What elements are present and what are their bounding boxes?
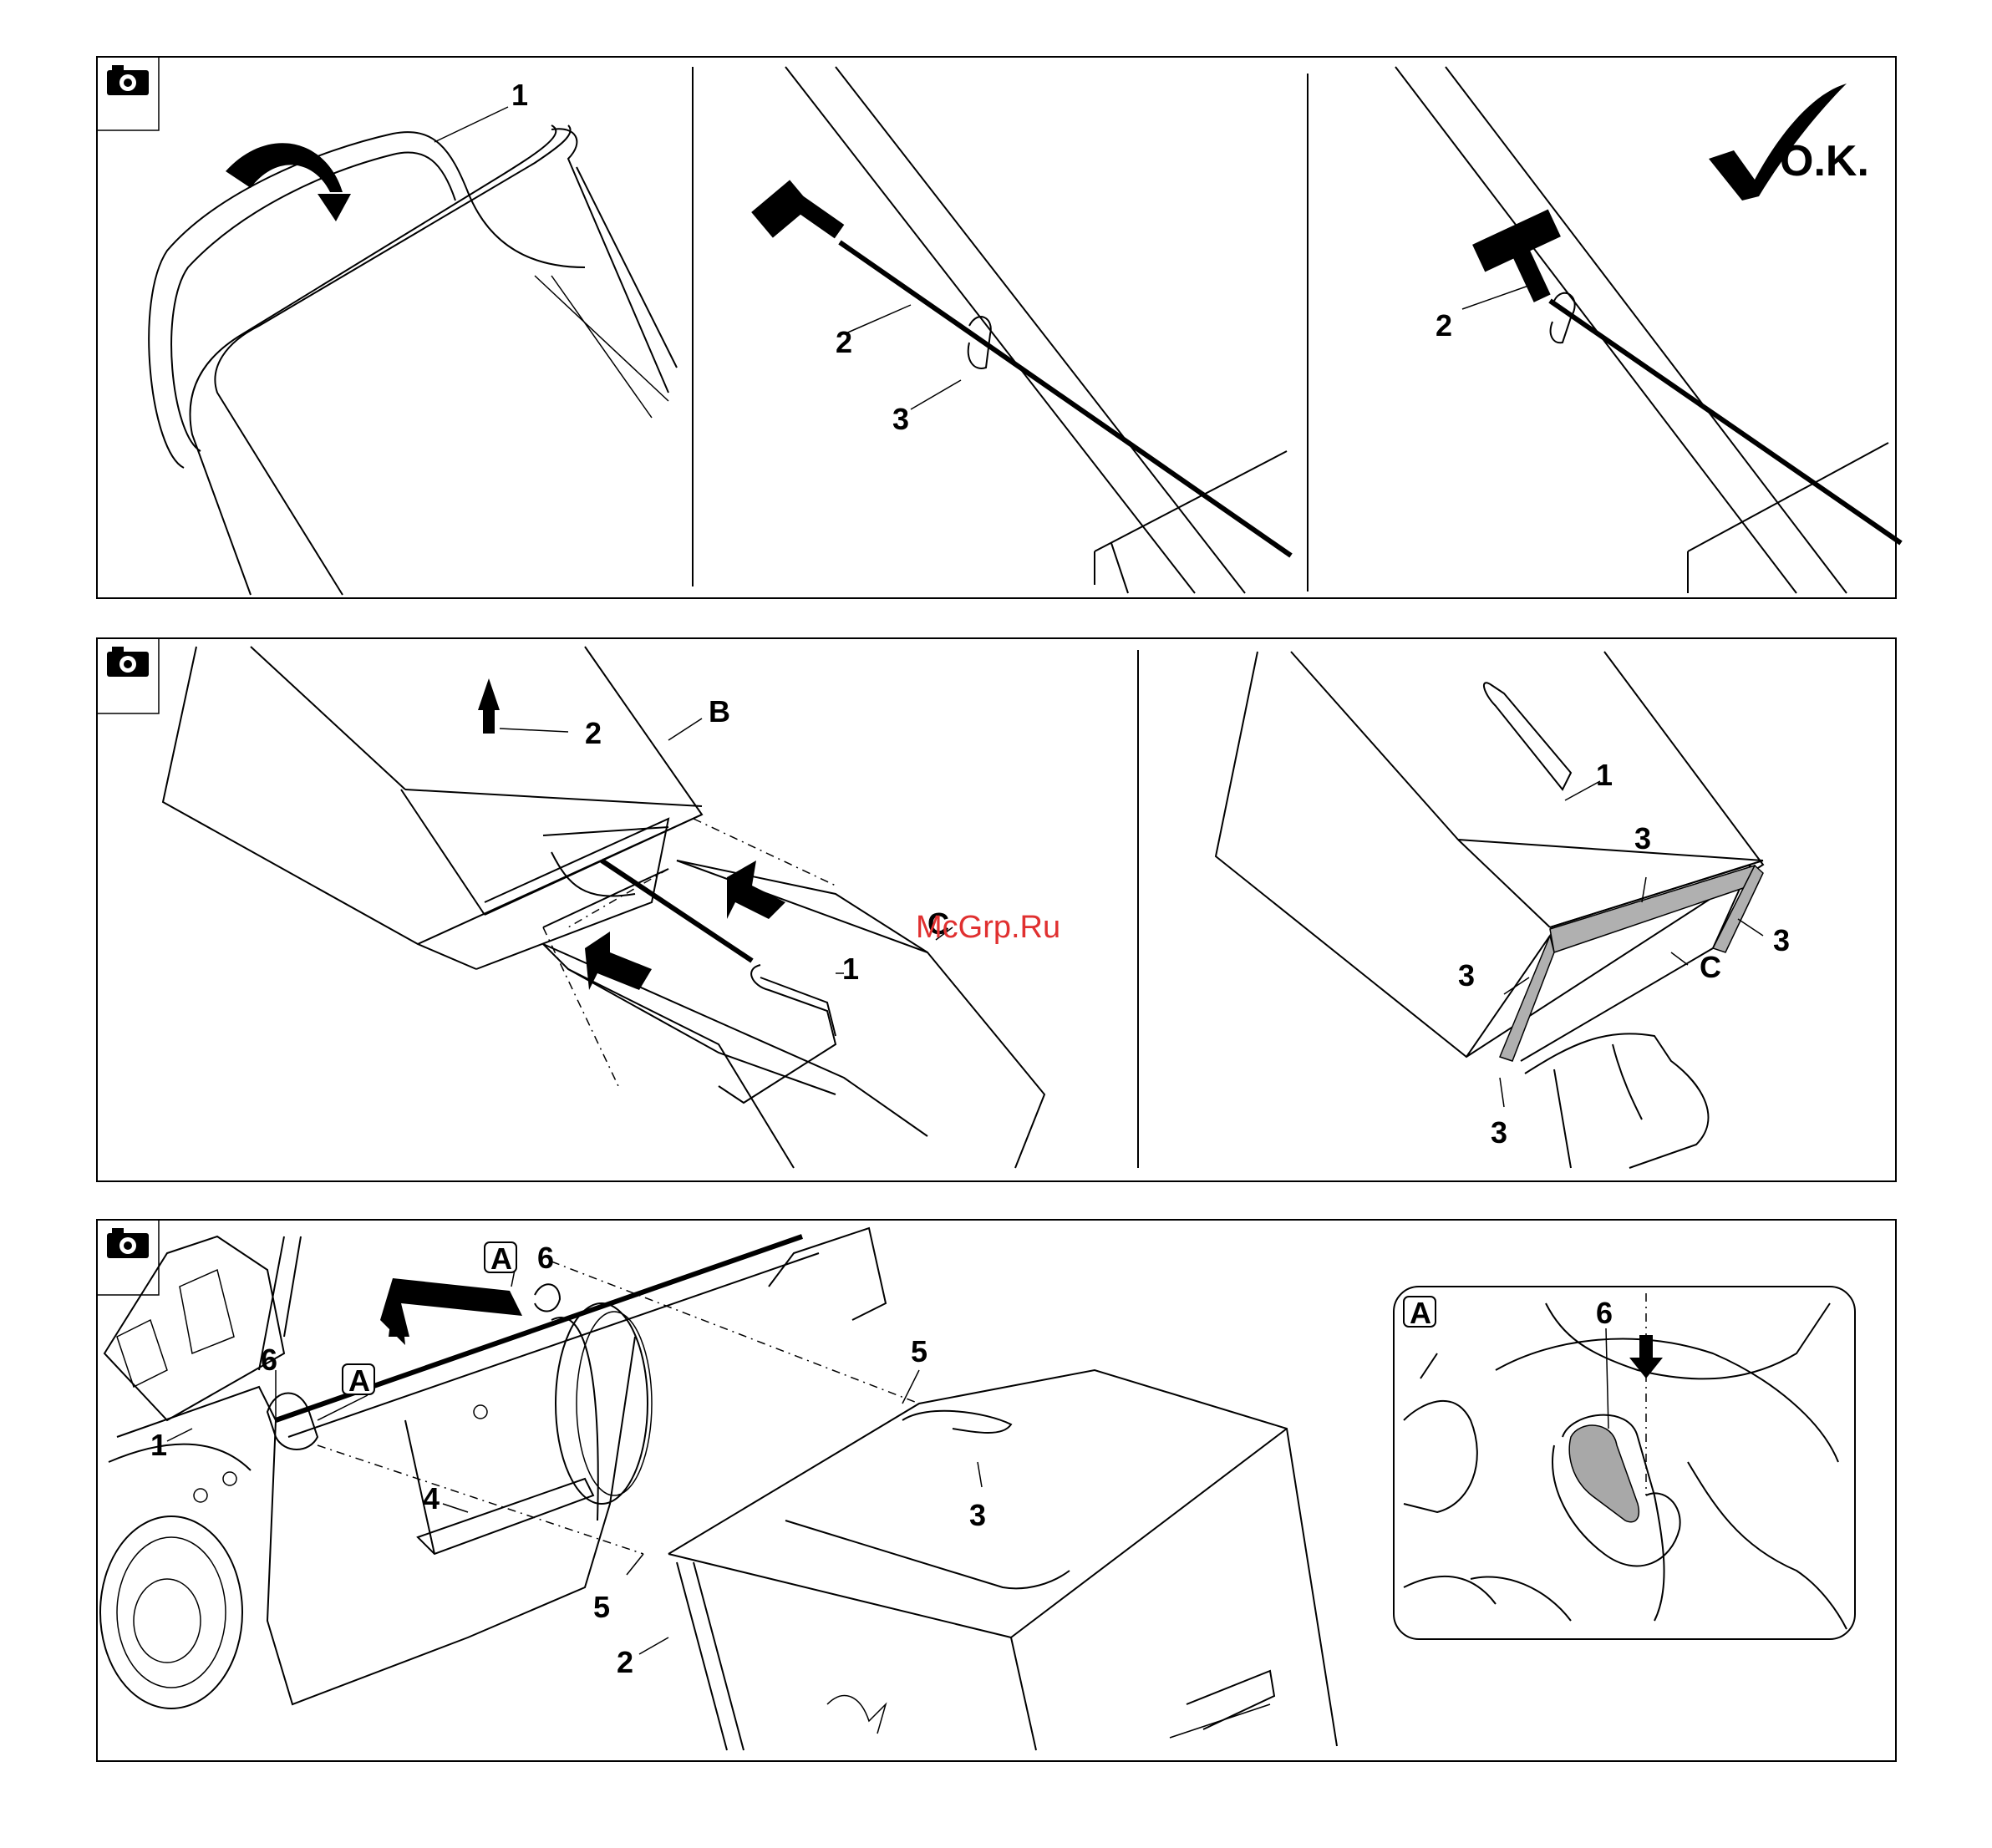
panel-3: A 6 A 6 1 4 5 3 5 2	[97, 1220, 1896, 1761]
callout-box-A1: A	[485, 1241, 516, 1276]
watermark: McGrp.Ru	[916, 910, 1060, 945]
panel-1-frame	[97, 57, 1896, 598]
callout-box-A2: A	[343, 1363, 374, 1398]
callout-A-2: A	[348, 1363, 370, 1398]
handle-fold-illustration	[149, 107, 677, 595]
callout-3-right: 3	[1773, 923, 1790, 957]
callout-2: 2	[617, 1645, 633, 1679]
camera-icon	[97, 57, 159, 130]
grass-catcher-mount-illustration	[163, 647, 1044, 1168]
detail-callout-6: 6	[1596, 1296, 1613, 1330]
grass-catcher-installed-illustration	[1216, 652, 1763, 1168]
callout-3: 3	[892, 402, 909, 436]
camera-icon	[97, 1220, 159, 1295]
callout-3-top: 3	[1634, 821, 1651, 855]
callout-C: C	[1700, 950, 1721, 984]
panel-1: 1 2 3 2	[97, 57, 1901, 598]
ok-label: O.K.	[1780, 137, 1869, 185]
callout-2: 2	[836, 325, 852, 359]
callout-2-ok: 2	[1436, 308, 1452, 343]
callout-4: 4	[423, 1481, 440, 1515]
callout-1: 1	[150, 1428, 167, 1462]
front-wheel	[556, 1303, 648, 1504]
callout-6-a: 6	[537, 1241, 554, 1275]
seal-strip-left	[1500, 936, 1554, 1061]
rotate-arrow-icon	[226, 143, 343, 192]
callout-1: 1	[1596, 758, 1613, 792]
callout-5-b: 5	[593, 1590, 610, 1624]
callout-3-bottom: 3	[1491, 1115, 1507, 1150]
catcher-hook-on-illustration	[100, 1228, 1337, 1750]
callout-B: B	[709, 694, 730, 729]
detail-callout-A: A	[1410, 1296, 1431, 1330]
push-arrow-icon-2	[585, 932, 652, 990]
callout-6-b: 6	[261, 1343, 277, 1377]
callout-A-1: A	[490, 1241, 512, 1276]
callout-1: 1	[511, 78, 528, 112]
callout-5-a: 5	[911, 1334, 927, 1368]
panel-2: 2 B C 1 1 3 3 3	[97, 638, 1896, 1181]
detail-inset-A: A 6	[1394, 1287, 1855, 1639]
callout-3: 3	[969, 1498, 986, 1532]
camera-icon	[97, 638, 159, 713]
callout-3-left: 3	[1458, 958, 1475, 993]
cable-hook-illustration	[751, 67, 1291, 593]
rear-wheel	[100, 1516, 242, 1708]
callout-1: 1	[842, 952, 859, 986]
lift-arrow-icon	[478, 678, 500, 734]
callout-2: 2	[585, 716, 602, 750]
push-arrow-icon	[727, 861, 785, 919]
